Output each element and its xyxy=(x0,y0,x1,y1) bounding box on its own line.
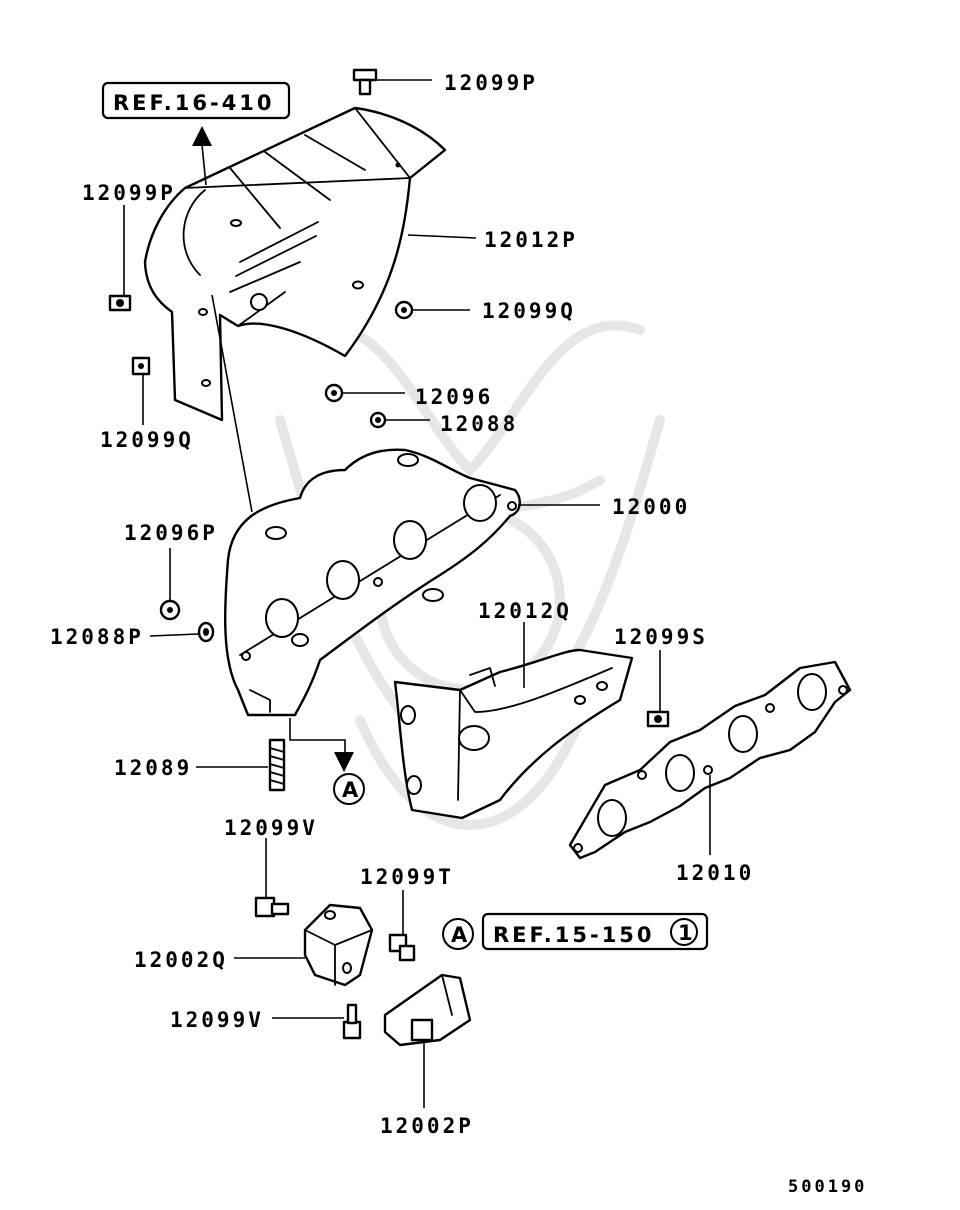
heat-protector-lower[interactable] xyxy=(393,622,634,820)
nut-12096[interactable] xyxy=(324,383,405,403)
leader-12012P xyxy=(407,234,477,239)
label-12099Q-left: 12099Q xyxy=(100,428,194,452)
label-12000: 12000 xyxy=(612,495,690,519)
washer-12088P[interactable] xyxy=(149,621,215,643)
bolt-12099S[interactable] xyxy=(646,650,670,728)
label-12088: 12088 xyxy=(440,412,518,436)
bolt-12099P-top[interactable] xyxy=(352,68,432,96)
label-12002Q: 12002Q xyxy=(134,948,228,972)
label-12096: 12096 xyxy=(415,385,493,409)
label-12002P: 12002P xyxy=(380,1114,474,1138)
marker-a-bottom: A xyxy=(442,918,474,950)
label-12099P-left: 12099P xyxy=(82,181,176,205)
label-12099P-top: 12099P xyxy=(444,71,538,95)
marker-a-top: A xyxy=(333,773,365,805)
reference-15-150-text: REF.15-150 xyxy=(493,923,655,947)
label-12099V-top: 12099V xyxy=(224,816,318,840)
stud-12089[interactable] xyxy=(196,738,286,792)
nut-12096P[interactable] xyxy=(159,548,181,621)
reference-circled-number: 1 xyxy=(678,921,696,945)
label-12099Q-right: 12099Q xyxy=(482,299,576,323)
svg-text:A: A xyxy=(451,923,470,947)
reference-16-410[interactable]: REF.16-410 xyxy=(101,81,291,120)
bracket-12002Q[interactable] xyxy=(234,903,374,987)
label-12096P: 12096P xyxy=(124,521,218,545)
exhaust-manifold-gasket[interactable] xyxy=(568,660,852,860)
diagram-code: 500190 xyxy=(788,1177,867,1197)
bolt-12099V-bottom[interactable] xyxy=(272,1003,362,1040)
label-12099T: 12099T xyxy=(360,865,454,889)
bracket-12002P[interactable] xyxy=(383,973,472,1108)
bolt-12099Q-left[interactable] xyxy=(131,356,151,425)
label-12088P: 12088P xyxy=(50,625,144,649)
label-12099S: 12099S xyxy=(614,625,708,649)
svg-text:A: A xyxy=(342,778,361,802)
arrow-up-icon xyxy=(192,126,212,186)
bolt-12099V-top[interactable] xyxy=(254,838,290,918)
label-12099V-bottom: 12099V xyxy=(170,1008,264,1032)
leader-line-heat-protector xyxy=(211,294,253,513)
bolt-12099T[interactable] xyxy=(388,890,416,962)
reference-15-150[interactable]: REF.15-150 1 xyxy=(481,912,709,951)
label-12089: 12089 xyxy=(114,756,192,780)
nut-12099Q-right[interactable] xyxy=(394,300,470,320)
reference-16-410-text: REF.16-410 xyxy=(113,91,275,115)
label-12010: 12010 xyxy=(676,861,754,885)
exhaust-manifold[interactable] xyxy=(223,448,521,760)
washer-12088[interactable] xyxy=(369,411,430,429)
label-12012P: 12012P xyxy=(484,228,578,252)
arrow-down-icon xyxy=(334,752,354,772)
label-12012Q: 12012Q xyxy=(478,599,572,623)
bolt-12099P-left[interactable] xyxy=(108,205,132,312)
